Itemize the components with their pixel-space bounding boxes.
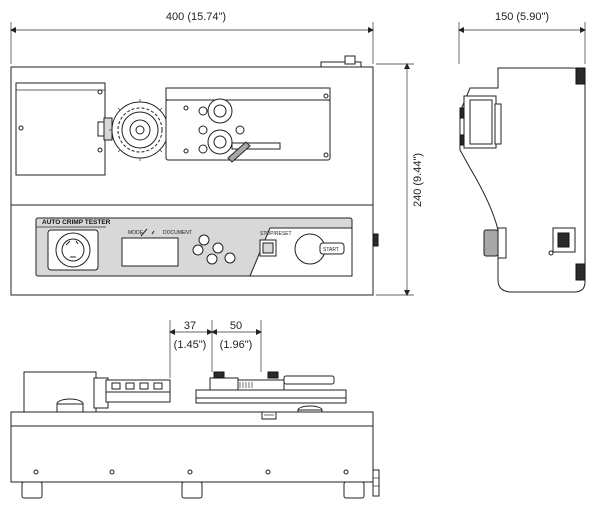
key-mem[interactable]: [212, 242, 224, 254]
side-view: [459, 67, 586, 293]
mode-label: MODE: [128, 230, 144, 236]
dimension-side-width: 150 (5.90"): [458, 11, 586, 64]
offset-a-label: 37: [184, 320, 196, 332]
offset-b-inch-label: (1.96"): [220, 339, 253, 351]
dimension-top-width-label: 400 (15.74"): [166, 11, 226, 23]
offset-b-label: 50: [230, 320, 242, 332]
dimension-height-label: 240 (9.44"): [412, 153, 424, 207]
key-set[interactable]: [224, 252, 236, 264]
start-label: START: [323, 247, 339, 253]
top-view: AUTO CRIMP TESTER MODE DOCUMENT STOP/RES…: [10, 55, 379, 296]
offset-a-inch-label: (1.45"): [174, 339, 207, 351]
dimension-top-width: 400 (15.74"): [10, 11, 374, 64]
document-label: DOCUMENT: [163, 230, 192, 236]
key-enter[interactable]: [192, 244, 204, 256]
dimension-height: 240 (9.44"): [376, 63, 424, 296]
elevation-view: [10, 371, 380, 499]
key-down[interactable]: [206, 253, 218, 265]
stop-reset-label: STOP/RESET: [260, 231, 292, 237]
dimension-offsets: 37 (1.45") 50 (1.96"): [169, 320, 262, 378]
key-up[interactable]: [198, 234, 210, 246]
panel-title: AUTO CRIMP TESTER: [42, 219, 111, 226]
dimension-side-width-label: 150 (5.90"): [495, 11, 549, 23]
keypad: [192, 234, 236, 265]
